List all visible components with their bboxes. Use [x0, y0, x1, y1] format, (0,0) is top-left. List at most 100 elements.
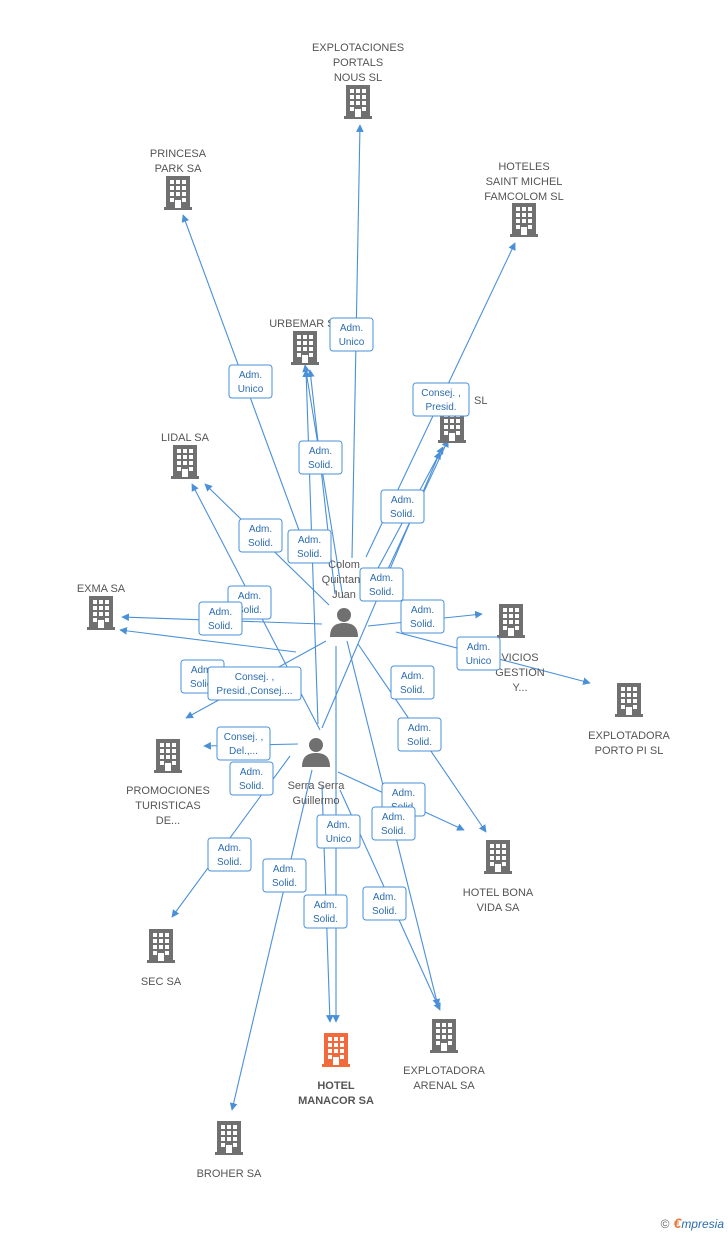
node-label-line: ARENAL SA [413, 1080, 475, 1092]
edge-16 [119, 627, 297, 653]
node-porto[interactable]: EXPLOTADORA PORTO PI SL [588, 683, 671, 757]
node-sec[interactable]: SEC SA [141, 929, 182, 988]
relation-box-frame [397, 717, 442, 752]
relation-label-line: Unico [466, 656, 492, 667]
node-label-line: Colom [328, 559, 360, 571]
relation-label-line: Adm. [408, 723, 431, 734]
node-servicios[interactable]: VICIOSGESTIONY... [495, 604, 545, 694]
relation-label-line: Adm. [373, 892, 396, 903]
relation-label-line: Adm. [239, 370, 262, 381]
brand-name: mpresia [681, 1217, 724, 1231]
node-lidal[interactable]: LIDAL SA [161, 432, 210, 479]
relation-box-frame [400, 599, 445, 634]
relation-box-frame [298, 440, 343, 475]
node-urbemar[interactable]: URBEMAR SL [269, 318, 341, 365]
relation-box-r23[interactable]: Adm.Solid. [262, 858, 307, 893]
node-label-line: HOTEL [317, 1080, 355, 1092]
node-sl_mid[interactable]: SL [438, 395, 487, 443]
relation-label-line: Solid. [313, 914, 338, 925]
building-icon [615, 683, 643, 717]
relation-label-line: Adm. [467, 642, 490, 653]
relation-box-r19[interactable]: Adm. Solid. [207, 837, 252, 872]
relation-box-r7[interactable]: Adm.Solid. [380, 489, 425, 524]
relation-box-r1[interactable]: Adm.Unico [329, 317, 374, 352]
relation-box-r10[interactable]: Adm. Solid. [359, 567, 404, 602]
relation-label-line: Del.,... [229, 746, 258, 757]
relation-label-line: Solid. [239, 781, 264, 792]
relation-box-r2[interactable]: Adm.Unico [228, 364, 273, 399]
relation-label-line: Adm. [240, 767, 263, 778]
relation-box-r12[interactable]: Adm. Unico [456, 636, 501, 671]
relation-label-line: Solid. [400, 685, 425, 696]
relation-box-r18[interactable]: Adm. Solid. [229, 761, 274, 796]
relation-label-line: Adm. [218, 843, 241, 854]
relation-box-r3[interactable]: Consej. ,Presid. [412, 382, 470, 417]
relation-label-line: Adm. [309, 446, 332, 457]
relation-box-r9[interactable]: Adm.Solid. [198, 601, 243, 636]
relation-label-line: Unico [326, 834, 352, 845]
node-promociones[interactable]: PROMOCIONESTURISTICASDE... [126, 739, 210, 827]
relation-box-frame [371, 806, 416, 841]
relation-box-frame [329, 317, 374, 352]
relation-box-frame [216, 726, 271, 761]
relation-label-line: Consej. , [235, 672, 274, 683]
node-broher[interactable]: BROHER SA [197, 1121, 262, 1180]
focus-building-icon [322, 1033, 350, 1067]
relation-label-line: Solid. [190, 679, 215, 690]
relation-box-r24[interactable]: Adm.Solid. [362, 886, 407, 921]
relation-box-frame [390, 665, 435, 700]
relation-label-line: Solid. [217, 857, 242, 868]
node-label-line: SAINT MICHEL [486, 176, 563, 188]
relation-box-r15[interactable]: Adm. Solid. [390, 665, 435, 700]
relation-label-line: Adm. [191, 665, 214, 676]
relation-label-line: Solid. [381, 826, 406, 837]
relation-box-r6[interactable]: Adm.Solid. [287, 529, 332, 564]
node-arenal[interactable]: EXPLOTADORA ARENAL SA [403, 1019, 486, 1092]
relation-box-r21[interactable]: Adm.Solid. [371, 806, 416, 841]
relation-box-r5[interactable]: Adm.Solid. [238, 518, 283, 553]
relation-box-frame [238, 518, 283, 553]
node-label-line: LIDAL SA [161, 432, 210, 444]
node-label-line: PORTO PI SL [595, 745, 664, 757]
node-label-line: VICIOS [501, 652, 538, 664]
building-icon [430, 1019, 458, 1053]
relation-box-r4[interactable]: Adm.Solid. [298, 440, 343, 475]
relation-box-r14[interactable]: Consej. ,Presid.,Consej.... [207, 666, 302, 701]
relation-label-line: Adm. [209, 607, 232, 618]
edge-4 [302, 364, 344, 599]
node-exma[interactable]: EXMA SA [77, 583, 126, 630]
relation-box-r22[interactable]: Adm.Unico [316, 814, 361, 849]
relation-label-line: Adm. [401, 671, 424, 682]
relation-box-r16[interactable]: Consej. ,Del.,... [216, 726, 271, 761]
footer-brand: ©€mpresia [661, 1215, 724, 1231]
relation-label-line: Adm. [238, 591, 261, 602]
relation-label-line: Adm. [370, 573, 393, 584]
relation-label-line: Solid. [369, 587, 394, 598]
node-label-line: EXPLOTADORA [588, 730, 670, 742]
relation-box-frame [207, 837, 252, 872]
relation-box-r17[interactable]: Adm.Solid. [397, 717, 442, 752]
relation-box-r25[interactable]: Adm.Solid. [303, 894, 348, 929]
relation-label-line: Adm. [392, 788, 415, 799]
building-icon [171, 445, 199, 479]
node-label-line: BROHER SA [197, 1168, 262, 1180]
node-label-line: PORTALS [333, 57, 383, 69]
node-label-line: EXPLOTACIONES [312, 42, 404, 54]
building-icon [291, 331, 319, 365]
node-label-line: NOUS SL [334, 72, 382, 84]
building-icon [154, 739, 182, 773]
relation-box-r11[interactable]: Adm.Solid. [400, 599, 445, 634]
node-label-line: DE... [156, 815, 180, 827]
relation-label-line: Unico [339, 337, 365, 348]
node-explotaciones[interactable]: EXPLOTACIONES PORTALS NOUS SL [312, 42, 404, 119]
building-icon [147, 929, 175, 963]
node-label-line: EXPLOTADORA [403, 1065, 485, 1077]
relation-label-line: Solid. [390, 509, 415, 520]
